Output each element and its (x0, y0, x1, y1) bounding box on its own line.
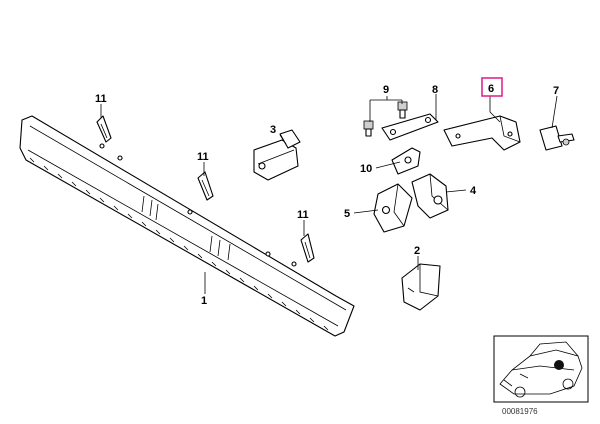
label-7: 7 (553, 85, 559, 97)
part-3-bracket[interactable] (253, 129, 301, 181)
part-2-bracket[interactable] (401, 263, 441, 311)
part-10-plate[interactable] (391, 147, 421, 175)
part-8-plate[interactable] (381, 113, 439, 141)
part-4-hinge[interactable] (411, 173, 449, 219)
part-5-block[interactable] (373, 183, 413, 233)
label-11b: 11 (197, 151, 209, 163)
part-7-clip[interactable] (539, 125, 575, 151)
part-11-clip-c[interactable] (300, 233, 315, 263)
label-11c: 11 (297, 209, 309, 221)
part-6-bracket[interactable] (443, 115, 521, 151)
label-1: 1 (201, 295, 207, 307)
label-6: 6 (488, 83, 494, 95)
label-11a: 11 (95, 93, 107, 105)
label-9: 9 (383, 84, 389, 96)
label-10: 10 (360, 163, 372, 175)
label-5: 5 (344, 208, 350, 220)
vehicle-thumbnail (493, 335, 589, 403)
part-labels: 11 11 11 3 9 8 6 7 10 4 5 2 1 (95, 83, 559, 307)
label-2: 2 (414, 245, 420, 257)
label-3: 3 (270, 124, 276, 136)
location-marker (554, 360, 564, 370)
leader-lines (100, 94, 558, 294)
part-9-bolts[interactable] (363, 101, 408, 137)
part-11-clip-a[interactable] (96, 115, 112, 143)
highlight-box-6 (481, 77, 503, 97)
diagram-reference: 00081976 (502, 407, 538, 416)
part-11-clip-b[interactable] (197, 171, 214, 201)
label-4: 4 (470, 185, 477, 197)
label-8: 8 (432, 84, 438, 96)
part-1-strip[interactable] (19, 115, 355, 337)
